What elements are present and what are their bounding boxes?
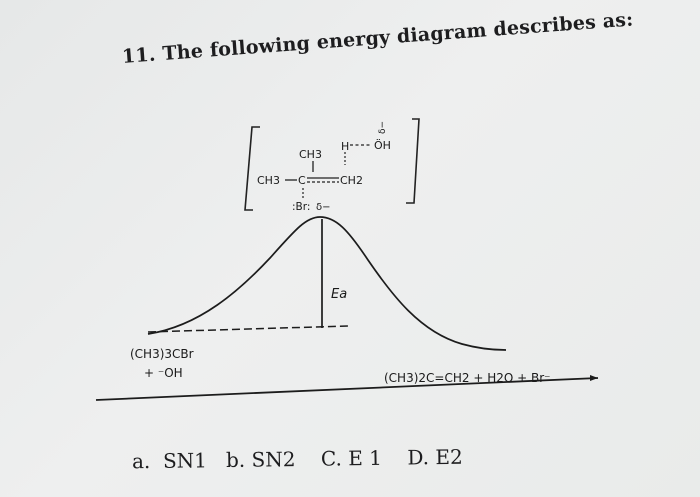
ts-bracket-left	[244, 126, 260, 211]
answer-c[interactable]: C. E 1	[321, 446, 382, 471]
answer-a-letter: a.	[131, 449, 151, 474]
ts-c-center: C	[298, 174, 306, 187]
reactant-energy-dashed-line	[147, 325, 349, 333]
answer-b-text: SN2	[251, 447, 296, 472]
reactant-label: (CH3)3CBr	[130, 347, 194, 361]
answer-d[interactable]: D. E2	[407, 445, 463, 470]
energy-curve	[147, 216, 507, 351]
answer-d-text: E2	[435, 444, 463, 470]
answer-choices: a. SN1 b. SN2 C. E 1 D. E2	[132, 445, 463, 474]
reaction-coordinate-axis	[95, 377, 599, 401]
answer-a[interactable]: a. SN1	[132, 448, 207, 473]
ts-br-label: :Br:	[292, 201, 310, 213]
answer-d-letter: D.	[407, 445, 430, 470]
ea-label: Ea	[331, 287, 347, 302]
answer-a-text: SN1	[162, 448, 208, 473]
reactant-hydroxide-label: + ⁻OH	[144, 366, 183, 380]
ts-bracket-right	[406, 118, 420, 204]
ts-br-charge: δ−	[316, 202, 331, 213]
ts-oh-label: ÖH	[374, 139, 391, 152]
ts-ch3-left: CH3	[257, 174, 280, 187]
answer-c-text: E 1	[348, 445, 383, 471]
ts-ch3-top: CH3	[299, 148, 322, 161]
answer-b[interactable]: b. SN2	[226, 447, 296, 472]
ts-ch2: CH2	[340, 174, 363, 187]
ts-oh-charge: δ−	[378, 121, 388, 134]
ts-h-label: H	[341, 140, 349, 153]
answer-c-letter: C.	[320, 446, 343, 471]
answer-b-letter: b.	[225, 447, 246, 472]
axis-arrowhead	[590, 375, 598, 381]
